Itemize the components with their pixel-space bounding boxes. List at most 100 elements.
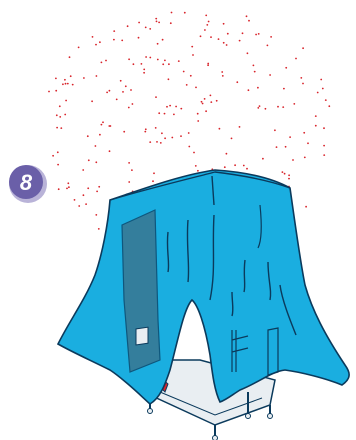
mist-dot [95, 161, 97, 163]
mist-dot [56, 114, 58, 116]
mist-dot [208, 21, 210, 23]
mist-dot [323, 145, 325, 147]
mist-dot [65, 100, 67, 102]
mist-dot [67, 83, 69, 85]
mist-dot [106, 92, 108, 94]
mist-dot [153, 172, 155, 174]
mist-dot [188, 146, 190, 148]
mist-dot [109, 90, 111, 92]
mist-dot [169, 105, 171, 107]
mist-dot [156, 21, 158, 23]
mist-dot [162, 63, 164, 65]
mist-dot [122, 91, 124, 93]
mist-dot [95, 145, 97, 147]
mist-dot [102, 121, 104, 123]
mist-dot [200, 35, 202, 37]
mist-dot [152, 180, 154, 182]
mist-dot [317, 92, 319, 94]
mist-dot [72, 84, 74, 86]
mist-dot [132, 103, 134, 105]
mist-dot [195, 165, 197, 167]
mist-dot [289, 136, 291, 138]
mist-dot [158, 22, 160, 24]
mist-dot [323, 127, 325, 129]
mist-dot [226, 44, 228, 46]
caster-wheel [268, 414, 273, 419]
mist-dot [288, 178, 290, 180]
vent-grille [136, 327, 148, 345]
mist-dot [195, 87, 197, 89]
mist-dot [156, 141, 158, 143]
mist-dot [128, 181, 130, 183]
mist-dot [82, 169, 84, 171]
mist-dot [128, 58, 130, 60]
mist-dot [68, 186, 70, 188]
mist-dot [204, 98, 206, 100]
mist-dot [322, 88, 324, 90]
mist-dot [269, 74, 271, 76]
mist-dot [98, 186, 100, 188]
mist-dot [99, 41, 101, 43]
mist-dot [328, 105, 330, 107]
mist-dot [216, 100, 218, 102]
mist-dot [243, 165, 245, 167]
mist-dot [57, 151, 59, 153]
mist-dot [164, 137, 166, 139]
mist-dot [239, 126, 241, 128]
mist-dot [288, 174, 290, 176]
mist-dot [323, 154, 325, 156]
step-number-text: 8 [20, 170, 33, 195]
mist-dot [74, 199, 76, 201]
mist-dot [55, 78, 57, 80]
mist-dot [96, 75, 98, 77]
mist-dot [315, 115, 317, 117]
mist-dot [123, 131, 125, 133]
mist-dot [227, 33, 229, 35]
mist-dot [125, 85, 127, 87]
mist-dot [164, 60, 166, 62]
mist-dot [83, 194, 85, 196]
mist-dot [95, 214, 97, 216]
mist-dot [303, 132, 305, 134]
mist-dot [149, 141, 151, 143]
mist-dot [274, 129, 276, 131]
mist-dot [59, 116, 61, 118]
mist-dot [131, 169, 133, 171]
mist-dot [164, 113, 166, 115]
mist-dot [91, 100, 93, 102]
mist-dot [221, 71, 223, 73]
mist-dot [206, 24, 208, 26]
mist-dot [65, 83, 67, 85]
mist-dot [292, 159, 294, 161]
mist-dot [239, 40, 241, 42]
mist-dot [257, 107, 259, 109]
mist-dot [56, 127, 58, 129]
mist-dot [138, 37, 140, 39]
mist-dot [173, 114, 175, 116]
mist-dot [218, 38, 220, 40]
mist-dot [190, 75, 192, 77]
mist-dot [207, 63, 209, 65]
mist-dot [99, 134, 101, 136]
mist-dot [127, 25, 129, 27]
mist-dot [66, 188, 68, 190]
mist-dot [305, 206, 307, 208]
mist-dot [130, 89, 132, 91]
mist-dot [325, 99, 327, 101]
mist-dot [120, 80, 122, 82]
tarp-crease [244, 260, 245, 292]
step-number-badge: 8 [9, 165, 47, 203]
mist-dot [59, 105, 61, 107]
mist-dot [184, 12, 186, 14]
mist-dot [207, 64, 209, 66]
mist-dot [265, 108, 267, 110]
mist-dot [62, 83, 64, 85]
mist-dot [320, 79, 322, 81]
mist-dot [276, 146, 278, 148]
mist-dot [64, 79, 66, 81]
mist-dot [254, 71, 256, 73]
mist-dot [95, 44, 97, 46]
mist-dot [282, 106, 284, 108]
mist-dot [83, 77, 85, 79]
